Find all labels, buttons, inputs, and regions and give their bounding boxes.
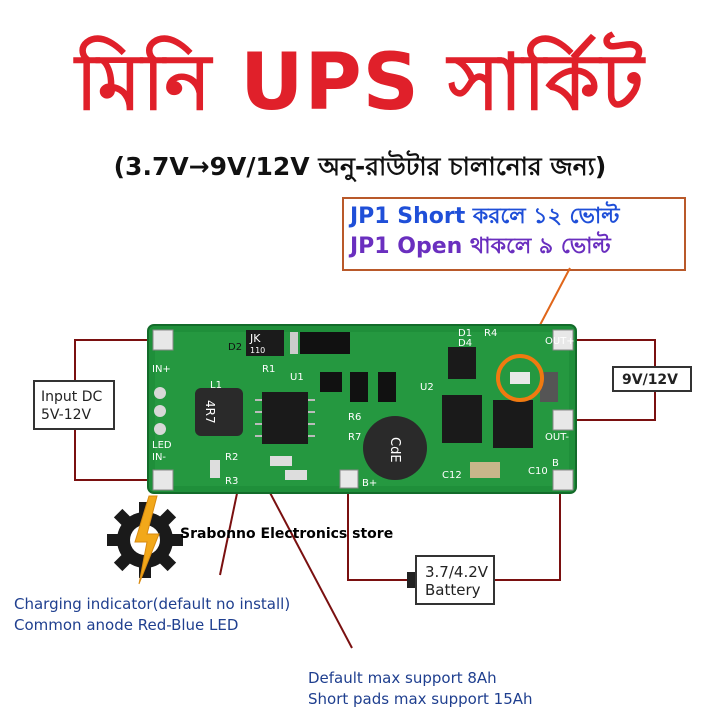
jumper-short-note: JP1 Short করলে ১২ ভোল্ট: [350, 204, 620, 229]
ic-u2: [442, 395, 482, 443]
led-note: Charging indicator(default no install) C…: [14, 594, 290, 636]
pad-b-minus: [552, 469, 574, 491]
output-voltage-label: 9V/12V: [622, 372, 679, 388]
pad-in-minus: [152, 469, 174, 491]
wires: [74, 339, 656, 581]
page-title: মিনি UPS সার্কিট: [75, 38, 645, 128]
page-subtitle: (3.7V→9V/12V অনু-রাউটার চালানোর জন্য): [113, 152, 607, 181]
input-dc-box: Input DC 5V-12V: [33, 380, 115, 430]
silk-r6: R6: [348, 412, 361, 423]
input-dc-line1: Input DC: [41, 389, 103, 405]
wire-input-top: [74, 339, 155, 380]
jk-component: [246, 330, 284, 356]
silk-c12: C12: [442, 470, 462, 481]
silk-inductor-big: CdE: [387, 437, 402, 463]
capacity-note-line2: Short pads max support 15Ah: [308, 690, 533, 708]
battery-box: 3.7/4.2V Battery: [415, 555, 495, 605]
silk-r7: R7: [348, 432, 361, 443]
silk-r1: R1: [262, 364, 275, 375]
pad-in-plus: [152, 329, 174, 351]
pads-pointer-arrow: [257, 469, 353, 649]
gear-lightning-logo-icon: [107, 495, 183, 585]
silk-u1: U1: [290, 372, 304, 383]
small-inductor: [195, 388, 243, 436]
silkscreen: IN+ IN- LED OUT+ OUT- B+ B D2 JK 110 L1 …: [152, 328, 575, 489]
pad-out-minus: [552, 409, 574, 431]
silk-out-plus: OUT+: [545, 336, 575, 347]
capacity-note-line1: Default max support 8Ah: [308, 669, 497, 687]
silk-out-minus: OUT-: [545, 432, 569, 443]
silk-u2: U2: [420, 382, 434, 393]
silk-c10: C10: [528, 466, 548, 477]
jumper-note-box: [342, 197, 686, 271]
silk-b: B: [552, 458, 559, 469]
battery-line1: 3.7/4.2V: [425, 563, 489, 581]
silk-r3: R3: [225, 476, 238, 487]
silk-in-minus: IN-: [152, 452, 166, 463]
big-inductor: [363, 416, 427, 480]
output-voltage-box: 9V/12V: [612, 366, 692, 392]
jp1-highlight-ring: [496, 354, 544, 402]
silk-in-plus: IN+: [152, 364, 171, 375]
silk-r4: R4: [484, 328, 497, 339]
silk-jk-sub: 110: [250, 346, 265, 355]
pad-out-plus: [552, 329, 574, 351]
wire-battery-minus: [495, 482, 561, 581]
battery-line2: Battery: [425, 581, 481, 599]
led-note-line1: Charging indicator(default no install): [14, 595, 291, 613]
jumper-open-note: JP1 Open থাকলে ৯ ভোল্ট: [350, 234, 611, 259]
silk-b-plus: B+: [362, 478, 377, 489]
silk-l1: L1: [210, 380, 222, 391]
ic-u3: [493, 400, 533, 448]
pcb-board: [147, 324, 577, 494]
wire-input-bottom: [74, 430, 155, 481]
wire-output-top: [568, 339, 656, 366]
silk-r2: R2: [225, 452, 238, 463]
silk-d2: D2: [228, 342, 242, 353]
silk-led: LED: [152, 440, 172, 451]
silk-d4: D4: [458, 338, 472, 349]
jumper-pointer-arrow: [539, 267, 571, 326]
wire-battery-plus: [347, 482, 415, 581]
silk-jk: JK: [249, 332, 261, 345]
input-dc-line2: 5V-12V: [41, 407, 92, 423]
wire-output-bottom: [568, 390, 656, 421]
ic-u1: [262, 392, 308, 444]
silk-d1: D1: [458, 328, 472, 339]
capacity-note: Default max support 8Ah Short pads max s…: [308, 668, 533, 710]
pad-b-plus: [339, 469, 359, 489]
led-note-line2: Common anode Red-Blue LED: [14, 616, 239, 634]
silk-inductor-small: 4R7: [203, 400, 217, 424]
store-name: Srabonno Electronics store: [180, 526, 394, 542]
battery-symbol: [407, 572, 415, 588]
